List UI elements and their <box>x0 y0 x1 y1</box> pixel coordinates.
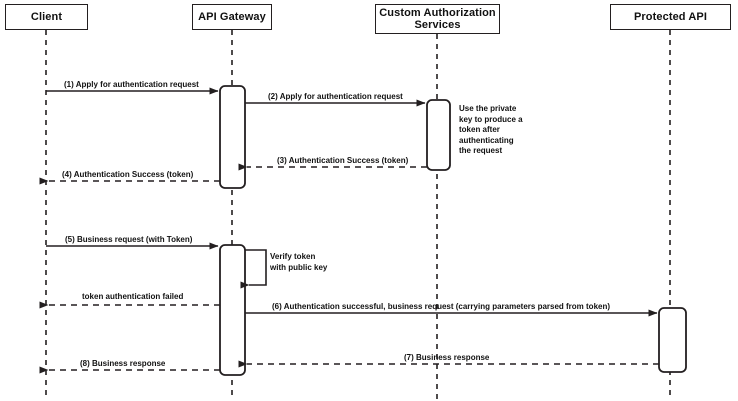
message-label-3: (3) Authentication Success (token) <box>277 156 409 165</box>
participant-box-protected-api[interactable]: Protected API <box>610 4 731 30</box>
note-private-key: Use the private key to produce a token a… <box>459 104 523 155</box>
participant-label-custom-authorization-services: Custom Authorization Services <box>379 7 496 31</box>
message-label-7: (7) Business response <box>404 353 490 362</box>
self-message-verify-token <box>240 249 267 289</box>
activation-bar-gateway-auth <box>219 85 246 189</box>
participant-label-protected-api: Protected API <box>633 11 708 23</box>
participant-box-api-gateway[interactable]: API Gateway <box>192 4 272 30</box>
activation-bar-protected-api <box>658 307 687 373</box>
participant-label-api-gateway: API Gateway <box>198 11 266 23</box>
message-label-1: (1) Apply for authentication request <box>64 80 199 89</box>
activation-bar-cas-auth <box>426 99 451 171</box>
self-message-label-line1: Verify token <box>270 252 316 261</box>
message-label-4: (4) Authentication Success (token) <box>62 170 194 179</box>
participant-label-client: Client <box>30 11 63 23</box>
message-label-token-failed: token authentication failed <box>82 292 184 301</box>
activation-bar-gateway-business <box>219 244 246 376</box>
message-label-5: (5) Business request (with Token) <box>65 235 193 244</box>
message-label-8: (8) Business response <box>80 359 166 368</box>
self-message-label: Verify token with public key <box>270 251 350 273</box>
self-message-label-line2: with public key <box>270 263 328 272</box>
message-label-6: (6) Authentication successful, business … <box>272 302 611 311</box>
message-label-2: (2) Apply for authentication request <box>268 92 403 101</box>
participant-box-custom-authorization-services[interactable]: Custom Authorization Services <box>375 4 500 34</box>
participant-box-client[interactable]: Client <box>5 4 88 30</box>
